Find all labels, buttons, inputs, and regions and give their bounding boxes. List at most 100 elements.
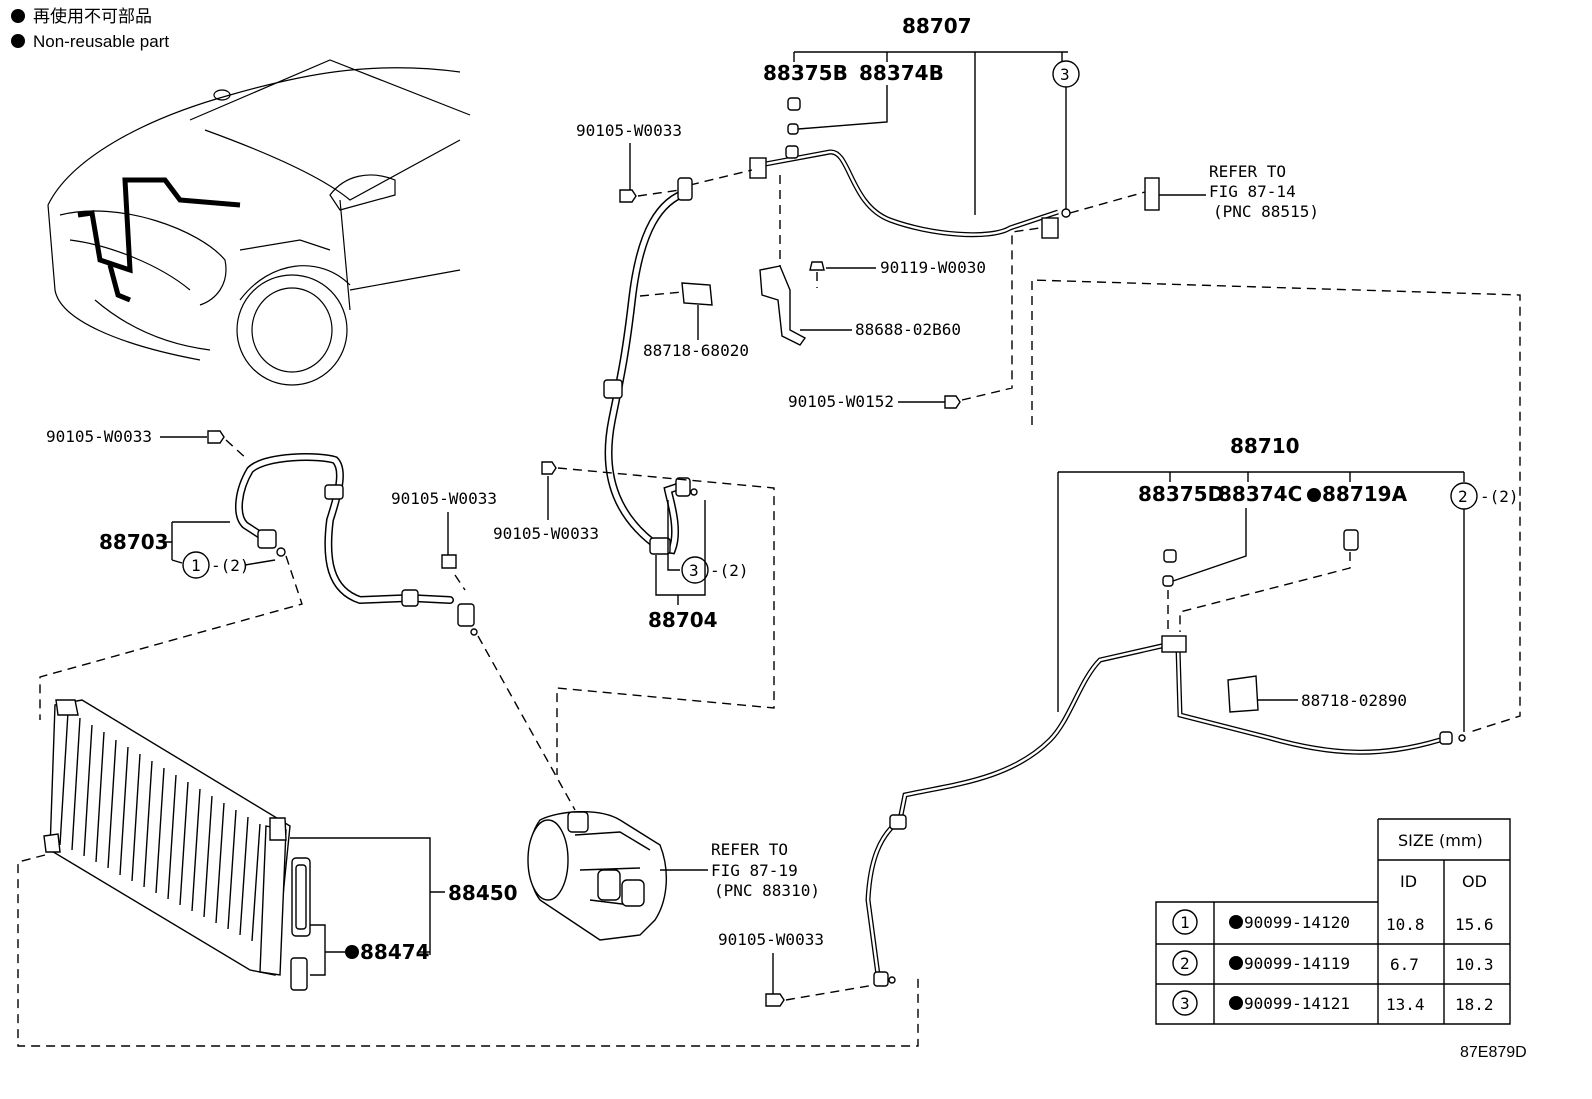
non-reusable-mark-icon [1307, 488, 1321, 502]
row-id: 10.8 [1386, 915, 1425, 934]
bolt-90105-W0033-icon [441, 554, 457, 569]
size-table: SIZE (mm) ID OD 1 90099-14120 10.8 15.6 … [1155, 818, 1511, 1025]
o-ring-1-callout-icon [1172, 909, 1198, 935]
refer-fig-87-14-line1: REFER TO [1209, 162, 1286, 181]
label-90105-W0033-bottom: 90105-W0033 [718, 930, 824, 949]
table-row: 3 90099-14121 13.4 18.2 [1172, 990, 1494, 1016]
condenser-bracket-icon [55, 699, 79, 716]
legend: 再使用不可部品 Non-reusable part [11, 6, 169, 51]
cap-88375D-icon [1163, 549, 1177, 563]
o-ring-icon [690, 488, 698, 496]
hose-crimp-icon [603, 379, 623, 399]
pipe-fitting-icon [677, 177, 693, 201]
condenser-bracket-icon [43, 833, 61, 853]
row-mark: 1 [1180, 913, 1190, 932]
callout-1: 1 [191, 556, 201, 575]
valve-core-88374C-icon [1162, 575, 1174, 587]
bolt-90105-W0033-icon [765, 993, 785, 1007]
pipe-fitting-icon [457, 603, 475, 627]
service-valve-88719A-icon [1343, 529, 1359, 551]
bolt-90105-W0033-icon [541, 461, 557, 475]
o-ring-icon [1061, 208, 1071, 218]
non-reusable-mark-icon [1229, 996, 1243, 1010]
label-88707: 88707 [902, 14, 972, 38]
callout-3-qty: -(2) [710, 561, 749, 580]
label-88474: 88474 [360, 940, 430, 964]
label-90105-W0152: 90105-W0152 [788, 392, 894, 411]
valve-core-88374B-icon [787, 123, 799, 135]
hose-crimp-icon [401, 589, 419, 607]
group-88704: 90105-W0033 88718-68020 90105-W0033 3 -(… [493, 121, 775, 775]
row-mark: 2 [1180, 954, 1190, 973]
non-reusable-mark-icon [1229, 956, 1243, 970]
connector-block-icon [1144, 177, 1160, 211]
bolt-90119-icon [809, 261, 825, 271]
callout-3-top: 3 [1060, 65, 1070, 84]
label-88450: 88450 [448, 881, 518, 905]
label-90119-W0030: 90119-W0030 [880, 258, 986, 277]
callout-2-qty: -(2) [1480, 487, 1519, 506]
row-id: 6.7 [1390, 955, 1419, 974]
pipe-fitting-icon [1439, 731, 1453, 745]
hose-crimp-icon [324, 484, 344, 500]
group-88710: 88710 88375D 88374C 88719A 2 -(2) 88718-… [865, 279, 1521, 987]
condenser-88450: 88450 88474 [17, 699, 919, 1047]
refer-fig-87-19-line3: (PNC 88310) [714, 881, 820, 900]
pipe-fitting-icon [257, 529, 277, 549]
legend-en: Non-reusable part [33, 32, 169, 51]
pipe-flange-icon [749, 157, 767, 179]
o-ring-icon [470, 628, 478, 636]
bolt-90105-W0152-icon [944, 395, 961, 409]
pipe-fitting-icon [649, 537, 671, 555]
o-ring-icon [276, 547, 286, 557]
label-88375D: 88375D [1138, 482, 1224, 506]
o-ring-icon [888, 976, 896, 984]
compressor-port-icon [597, 869, 621, 901]
o-ring-icon [1458, 734, 1466, 742]
row-od: 18.2 [1455, 995, 1494, 1014]
table-row: 2 90099-14119 6.7 10.3 [1172, 950, 1494, 976]
label-88374B: 88374B [859, 61, 944, 85]
clamp-88718-68020-icon [681, 282, 713, 306]
label-90105-W0033-mid: 90105-W0033 [391, 489, 497, 508]
label-88718-02890: 88718-02890 [1301, 691, 1407, 710]
row-part-number: 90099-14121 [1244, 994, 1350, 1013]
bolt-90105-W0033-icon [619, 189, 637, 203]
callout-1-qty: -(2) [211, 556, 250, 575]
service-valve-icon [785, 145, 799, 159]
label-88375B: 88375B [763, 61, 848, 85]
condenser-core-icon [49, 699, 291, 976]
cap-88375B-icon [787, 97, 801, 111]
label-88374C: 88374C [1218, 482, 1302, 506]
bottom-bolt: 90105-W0033 [718, 930, 881, 1007]
refer-fig-87-14-line3: (PNC 88515) [1213, 202, 1319, 221]
label-88718-68020: 88718-68020 [643, 341, 749, 360]
label-90105-W0033-top: 90105-W0033 [576, 121, 682, 140]
bolt-90105-W0033-icon [207, 430, 225, 444]
non-reusable-mark-icon [345, 945, 359, 959]
cap-plug-icon [290, 957, 308, 991]
legend-jp: 再使用不可部品 [33, 6, 152, 26]
row-mark: 3 [1180, 994, 1190, 1013]
compressor-clutch-icon [527, 819, 569, 901]
pipe-flange-icon [1041, 217, 1059, 239]
pipe-fitting-icon [889, 814, 907, 830]
compressor-port-icon [567, 811, 589, 833]
refer-fig-87-19-line2: FIG 87-19 [711, 861, 798, 880]
row-od: 10.3 [1455, 955, 1494, 974]
non-reusable-mark-icon [1229, 915, 1243, 929]
row-part-number: 90099-14119 [1244, 954, 1350, 973]
label-88688-02B60: 88688-02B60 [855, 320, 961, 339]
compressor: REFER TO FIG 87-19 (PNC 88310) [527, 811, 820, 941]
label-88719A: 88719A [1322, 482, 1408, 506]
figure-id: 87E879D [1460, 1044, 1527, 1061]
row-part-number: 90099-14120 [1244, 913, 1350, 932]
desiccant-inner-icon [295, 864, 307, 930]
table-row: 1 90099-14120 10.8 15.6 [1172, 909, 1494, 935]
label-88704: 88704 [648, 608, 718, 632]
label-88703: 88703 [99, 530, 169, 554]
label-88710: 88710 [1230, 434, 1300, 458]
bracket-88688-icon [759, 265, 807, 346]
row-id: 13.4 [1386, 995, 1425, 1014]
